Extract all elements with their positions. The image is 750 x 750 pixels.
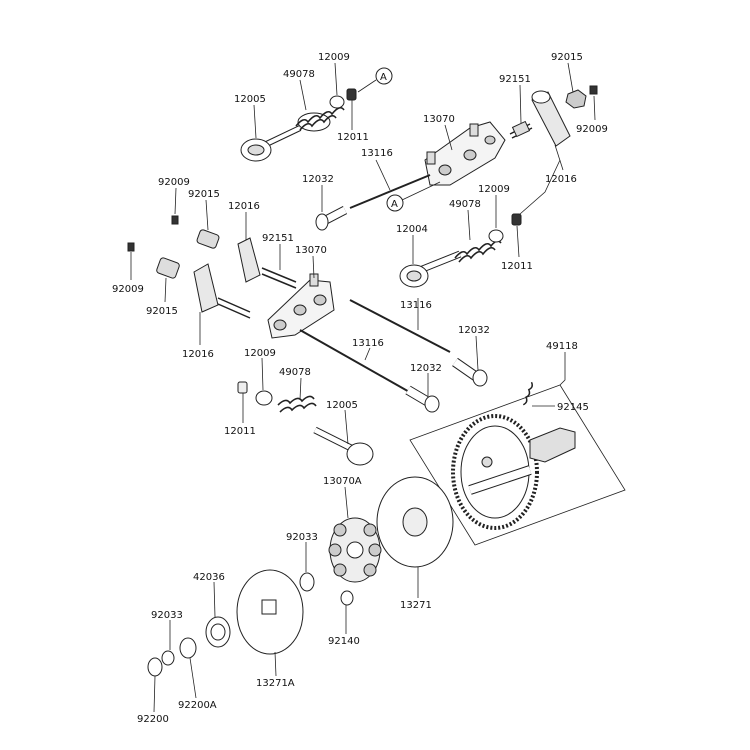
camshaft-box-49118 [409, 384, 626, 546]
label-12009-a: 12009 [318, 52, 350, 63]
nut-92015-top [565, 89, 587, 109]
spring-92145 [522, 381, 533, 406]
retainer-12009-top [329, 95, 345, 109]
label-49078-a: 49078 [283, 69, 315, 80]
label-92151-a: 92151 [499, 74, 531, 85]
label-92200: 92200 [137, 714, 169, 725]
label-49078-c: 49078 [279, 367, 311, 378]
valve-12005-low [313, 426, 374, 466]
label-49078-b: 49078 [449, 199, 481, 210]
label-92145: 92145 [557, 402, 589, 413]
label-12011-b: 12011 [501, 261, 533, 272]
label-12009-b: 12009 [478, 184, 510, 195]
camshaft-gear-49118 [451, 414, 576, 530]
label-13070-a: 13070 [423, 114, 455, 125]
washer-92200 [147, 657, 163, 677]
label-92009-a: 92009 [576, 124, 608, 135]
label-92033-a: 92033 [286, 532, 318, 543]
circlip-92033-a [299, 572, 315, 592]
label-13271: 13271 [400, 600, 432, 611]
adjust-screw-92151-left [261, 267, 297, 289]
bearing-42036 [205, 616, 231, 648]
label-12005-a: 12005 [234, 94, 266, 105]
label-12016-b: 12016 [228, 201, 260, 212]
pushrod-13116-top [349, 174, 431, 209]
label-13271A: 13271A [256, 678, 295, 689]
leader-lines [130, 62, 596, 713]
label-92009-b: 92009 [158, 177, 190, 188]
nut-92015-left-b [156, 257, 180, 279]
retainer-12009-low [255, 390, 273, 406]
label-92009-c: 92009 [112, 284, 144, 295]
spring-49078-low [277, 395, 317, 413]
adjust-screw-92151-top [509, 120, 533, 139]
callout-a-middle-letter: A [391, 199, 398, 210]
circlip-92033-b [161, 650, 175, 666]
plate-13271A [236, 569, 304, 655]
label-13116-c: 13116 [352, 338, 384, 349]
label-92033-b: 92033 [151, 610, 183, 621]
tappet-12032-mid [452, 357, 488, 387]
spring-49078-mid [454, 240, 502, 263]
part-labels: 12009 49078 12005 12011 92015 92151 9200… [112, 52, 608, 725]
valve-12005-top [240, 125, 302, 162]
label-13070-b: 13070 [295, 245, 327, 256]
spring-49078-top [295, 106, 345, 132]
washer-92200A [179, 637, 197, 659]
nut-92015-left-a [196, 229, 220, 249]
label-12032-c: 12032 [410, 363, 442, 374]
label-12016-a: 12016 [545, 174, 577, 185]
screw-92009-top [589, 85, 598, 95]
label-12011-a: 12011 [337, 132, 369, 143]
label-92140: 92140 [328, 636, 360, 647]
label-12032-a: 12032 [302, 174, 334, 185]
pushrod-13116-mid [349, 299, 451, 353]
collet-12011-low [237, 381, 248, 394]
callout-a-middle [386, 194, 404, 212]
label-12032-b: 12032 [458, 325, 490, 336]
label-49118: 49118 [546, 341, 578, 352]
tappet-12032-low [405, 385, 440, 413]
label-92015-c: 92015 [146, 306, 178, 317]
label-42036: 42036 [193, 572, 225, 583]
retainer-12009-mid [488, 229, 504, 243]
callout-a-top-letter: A [380, 72, 387, 83]
label-92015-a: 92015 [551, 52, 583, 63]
label-92200A: 92200A [178, 700, 217, 711]
rocker-holder-13070-top [424, 121, 506, 186]
governor-weight-13070A [328, 517, 382, 583]
tappet-12032-top [315, 206, 348, 231]
label-13116-a: 13116 [361, 148, 393, 159]
label-13070A: 13070A [323, 476, 362, 487]
collet-12011-top [346, 88, 357, 101]
weight-plate-13271 [376, 476, 454, 568]
callout-a-top [375, 67, 393, 85]
label-92015-b: 92015 [188, 189, 220, 200]
label-92151-b: 92151 [262, 233, 294, 244]
screw-92009-left-a [171, 215, 179, 225]
screw-92009-left-b [127, 242, 135, 252]
adjust-screw-92151-left-b [217, 297, 251, 319]
label-12009-c: 12009 [244, 348, 276, 359]
label-13116-b: 13116 [400, 300, 432, 311]
label-12005-b: 12005 [326, 400, 358, 411]
pushrod-13116-low [299, 329, 421, 399]
valve-12004 [399, 250, 462, 288]
label-12011-c: 12011 [224, 426, 256, 437]
label-12004: 12004 [396, 224, 428, 235]
collet-12011-mid [511, 213, 522, 226]
rocker-arm-12016-left-a [237, 237, 261, 283]
rocker-holder-13070-left [267, 273, 335, 339]
ball-92140 [340, 590, 354, 606]
rocker-arm-12016-left-b [193, 263, 219, 313]
rocker-arm-12016-top [531, 90, 571, 147]
label-12016-c: 12016 [182, 349, 214, 360]
